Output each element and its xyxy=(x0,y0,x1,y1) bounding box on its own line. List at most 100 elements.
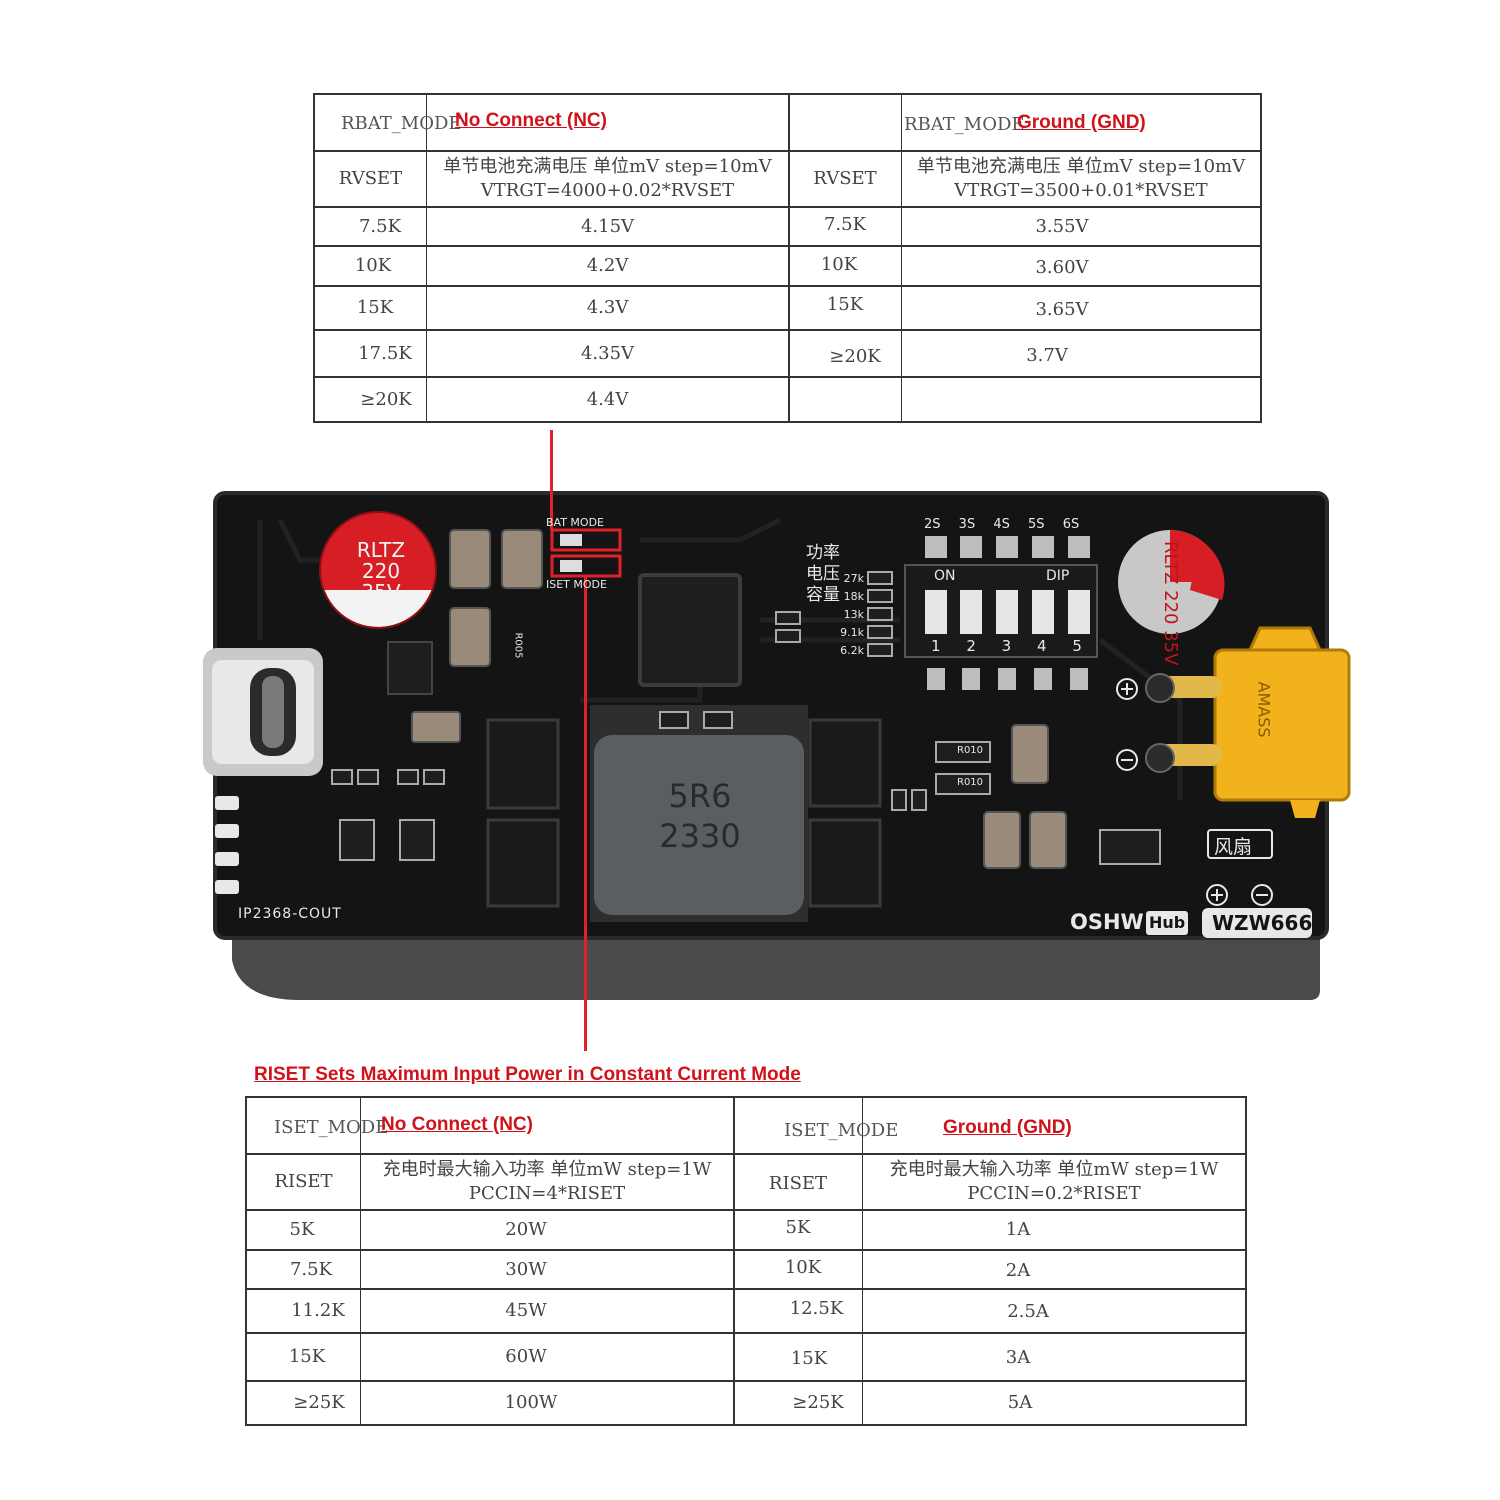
bottom-right-col2-header-line1: 充电时最大输入功率 单位mW step=1W xyxy=(889,1158,1219,1180)
mode-pads xyxy=(550,528,622,578)
top-left-col1-header: RVSET xyxy=(338,168,403,189)
top-left-col2-header: 单节电池充满电压 单位mV step=10mV VTRGT=4000+0.02*… xyxy=(427,151,788,206)
dip-top-labels: 2S 3S 4S 5S 6S xyxy=(924,517,1079,532)
bat-mode-label: BAT MODE xyxy=(546,516,605,529)
table-cell: 10K xyxy=(354,255,392,276)
bottom-left-col2-header-line2: PCCIN=4*RISET xyxy=(468,1182,626,1204)
dip-top-label: 3S xyxy=(958,517,976,532)
polarity-markers xyxy=(1116,678,1273,906)
capacitor-left-label: RLTZ 220 35V xyxy=(355,540,407,603)
res-value: 13k xyxy=(843,608,864,621)
dip-numbers: 1 2 3 4 5 xyxy=(931,637,1082,655)
cn-label: 功率 xyxy=(806,543,840,563)
inductor-line: 2330 xyxy=(659,817,741,855)
table-cell: 4.35V xyxy=(580,342,635,364)
bottom-row-line xyxy=(247,1153,1245,1155)
polarity-signs xyxy=(1121,683,1268,901)
table-cell: 3.65V xyxy=(1035,298,1089,320)
top-left-col2-header-line2: VTRGT=4000+0.02*RVSET xyxy=(480,179,735,201)
cap-right-line: 220 xyxy=(1160,590,1181,625)
table-cell: 5A xyxy=(1007,1392,1033,1413)
top-row-line xyxy=(315,150,1260,152)
table-cell: 1A xyxy=(1005,1219,1031,1240)
bottom-left-col2-header: 充电时最大输入功率 单位mW step=1W PCCIN=4*RISET xyxy=(361,1154,733,1209)
dip-top-label: 6S xyxy=(1062,517,1080,532)
oshw-logo: OSHW xyxy=(1070,910,1144,934)
dip-top-label: 5S xyxy=(1028,517,1045,532)
table-cell: 3.60V xyxy=(1035,257,1089,278)
table-cell: 30W xyxy=(505,1258,547,1280)
res-values: 27k 18k 13k 9.1k 6.2k xyxy=(830,570,864,660)
table-cell: 3A xyxy=(1005,1347,1031,1368)
top-left-col-line xyxy=(426,95,427,421)
table-cell: 100W xyxy=(504,1392,558,1413)
iset-mode-label: ISET MODE xyxy=(546,578,607,591)
top-left-mode-label: RBAT_MODE xyxy=(341,113,462,134)
bottom-right-col2-header-line2: PCCIN=0.2*RISET xyxy=(967,1182,1141,1204)
bottom-left-mode-label: ISET_MODE xyxy=(274,1117,389,1138)
cap-right-line: RLTZ xyxy=(1160,541,1181,585)
cap-right-line: 35V xyxy=(1160,630,1181,666)
bottom-left-col1-header: RISET xyxy=(274,1171,333,1192)
table-cell: 4.4V xyxy=(586,388,629,410)
inductor-label: 5R6 2330 xyxy=(648,776,752,856)
usb-c-connector xyxy=(203,648,323,776)
table-cell: 4.2V xyxy=(586,255,629,276)
r005-label: R005 xyxy=(512,632,524,659)
bottom-right-mode-label: ISET_MODE xyxy=(784,1120,899,1141)
top-right-mode-value: Ground (GND) xyxy=(1017,112,1146,133)
connector-label: AMASS xyxy=(1254,681,1274,738)
bottom-table-divider xyxy=(733,1098,735,1424)
top-row-line xyxy=(315,329,1260,331)
dip-number: 3 xyxy=(1001,637,1012,655)
top-row-line xyxy=(315,245,1260,247)
table-cell: 17.5K xyxy=(358,342,412,364)
table-cell: ≥25K xyxy=(792,1392,844,1413)
bottom-left-col2-header-line1: 充电时最大输入功率 单位mW step=1W xyxy=(382,1158,712,1180)
bottom-row-line xyxy=(247,1209,1245,1211)
table-cell: 5K xyxy=(785,1217,811,1238)
table-cell: 3.7V xyxy=(1026,344,1068,366)
top-right-col2-header-line1: 单节电池充满电压 单位mV step=10mV xyxy=(916,155,1246,177)
dip-switch xyxy=(904,536,1098,690)
top-table: RBAT_MODE No Connect (NC) RBAT_MODE Grou… xyxy=(313,93,1262,423)
bottom-left-col-line xyxy=(360,1098,361,1424)
bottom-row-line xyxy=(247,1288,1245,1290)
table-cell: 20W xyxy=(505,1219,547,1240)
status-leds xyxy=(215,796,239,894)
top-row-line xyxy=(315,376,1260,378)
dip-number: 4 xyxy=(1036,637,1047,655)
small-ic xyxy=(387,641,433,695)
table-cell: 15K xyxy=(356,297,394,318)
red-pointer-top xyxy=(550,430,553,530)
fan-label: 风扇 xyxy=(1214,836,1253,858)
riset-caption: RISET Sets Maximum Input Power in Consta… xyxy=(254,1064,801,1085)
bottom-row-line xyxy=(247,1380,1245,1382)
table-cell: 7.5K xyxy=(823,213,867,235)
main-ic xyxy=(638,573,742,687)
dip-label: DIP xyxy=(1046,568,1070,584)
cap-left-line: RLTZ xyxy=(356,538,406,562)
cap-left-line: 220 xyxy=(361,559,401,583)
bottom-right-col1-header: RISET xyxy=(768,1173,828,1194)
top-right-col2-header-line2: VTRGT=3500+0.01*RVSET xyxy=(954,179,1208,201)
author-label: WZW666 xyxy=(1212,911,1313,935)
table-cell: 4.3V xyxy=(586,297,629,318)
table-cell: 2A xyxy=(1005,1259,1031,1281)
table-cell: 7.5K xyxy=(358,215,402,237)
table-cell: 15K xyxy=(288,1346,326,1367)
bottom-left-mode-value: No Connect (NC) xyxy=(381,1114,533,1135)
dip-number: 5 xyxy=(1072,637,1082,655)
table-cell: 15K xyxy=(790,1348,828,1369)
bottom-table: ISET_MODE No Connect (NC) ISET_MODE Grou… xyxy=(245,1096,1247,1426)
board-name: IP2368-COUT xyxy=(238,906,342,922)
table-cell: 3.55V xyxy=(1035,215,1089,237)
bottom-row-line xyxy=(247,1332,1245,1334)
top-row-line xyxy=(315,285,1260,287)
table-cell: ≥20K xyxy=(829,345,881,367)
res-value: 9.1k xyxy=(840,626,864,639)
res-value: 6.2k xyxy=(840,644,864,657)
bottom-right-col-line xyxy=(862,1098,863,1424)
cn-labels: 功率 电压 容量 xyxy=(806,543,840,606)
table-cell: 4.15V xyxy=(580,215,635,237)
